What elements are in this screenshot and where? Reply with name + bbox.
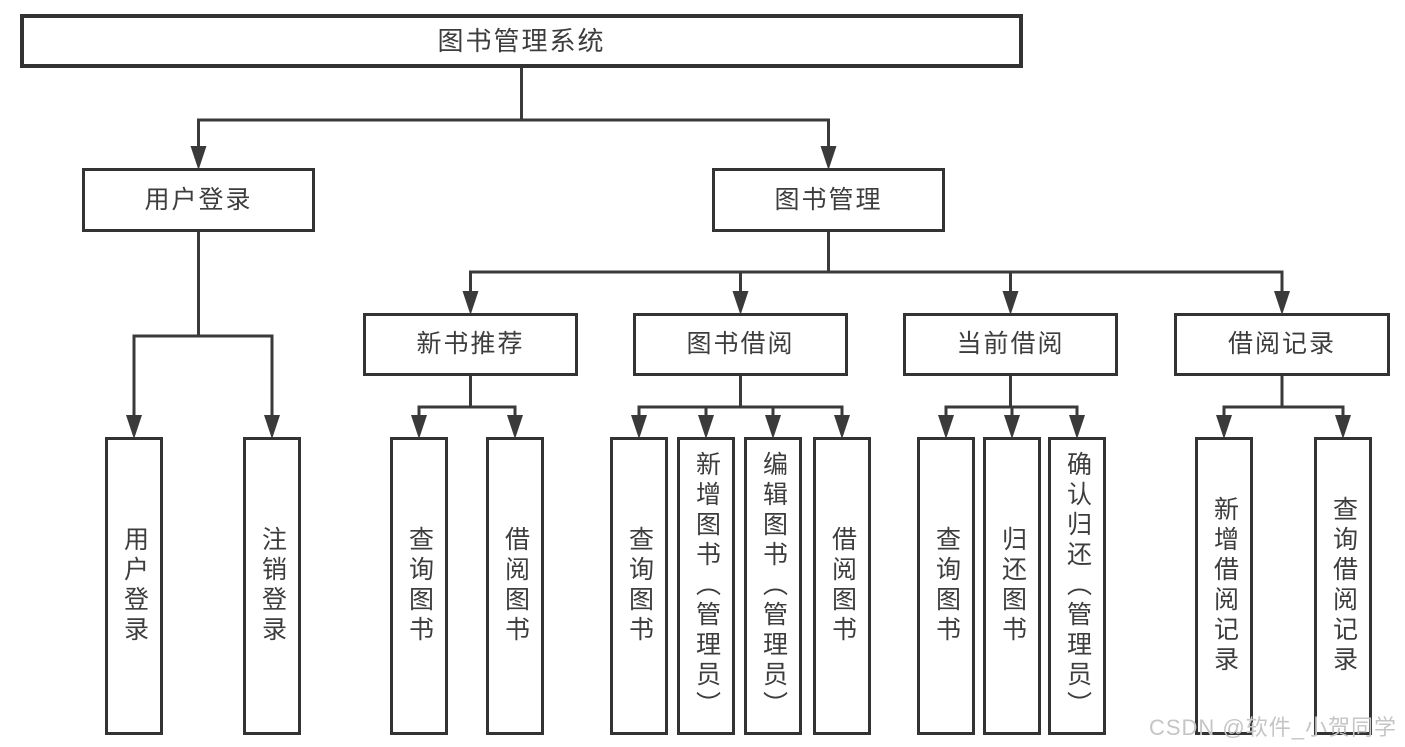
node-bb-query: 查询图书 [610, 437, 668, 735]
node-label: 归还图书 [998, 526, 1027, 646]
watermark: CSDN @软件_小贺同学 [1148, 715, 1397, 740]
node-cb-query: 查询图书 [917, 437, 975, 735]
node-user-login: 用户登录 [82, 168, 315, 232]
node-label: 图书借阅 [686, 330, 795, 358]
node-label: 新增图书（管理员） [692, 451, 721, 721]
node-cb-return: 归还图书 [983, 437, 1041, 735]
node-br-query: 查询借阅记录 [1314, 437, 1372, 735]
node-logout: 注销登录 [243, 437, 301, 735]
node-new-rec: 新书推荐 [363, 313, 578, 376]
node-nb-query: 查询图书 [390, 437, 448, 735]
node-bb-lend: 借阅图书 [813, 437, 871, 735]
node-label: 用户登录 [144, 185, 253, 214]
node-label: 借阅图书 [501, 526, 530, 646]
node-borrow-records: 借阅记录 [1174, 313, 1390, 376]
node-nb-borrow: 借阅图书 [486, 437, 544, 735]
node-label: 查询图书 [932, 526, 961, 646]
node-label: 确认归还（管理员） [1063, 451, 1092, 721]
node-label: 编辑图书（管理员） [759, 451, 788, 721]
node-label: 图书管理 [774, 185, 883, 214]
node-book-mgmt: 图书管理 [712, 168, 945, 232]
node-label: 借阅记录 [1227, 330, 1336, 358]
node-label: 当前借阅 [956, 330, 1065, 358]
node-bb-add: 新增图书（管理员） [677, 437, 735, 735]
node-cb-confirm: 确认归还（管理员） [1048, 437, 1106, 735]
node-root: 图书管理系统 [20, 14, 1023, 68]
node-login: 用户登录 [105, 437, 163, 735]
node-label: 图书管理系统 [437, 26, 606, 56]
node-label: 新增借阅记录 [1210, 496, 1239, 676]
node-label: 用户登录 [120, 526, 149, 646]
node-book-borrow: 图书借阅 [633, 313, 848, 376]
node-current-borrow: 当前借阅 [903, 313, 1118, 376]
node-label: 新书推荐 [416, 330, 525, 358]
node-label: 注销登录 [258, 526, 287, 646]
node-label: 借阅图书 [828, 526, 857, 646]
node-bb-edit: 编辑图书（管理员） [744, 437, 802, 735]
node-label: 查询图书 [405, 526, 434, 646]
node-label: 查询图书 [625, 526, 654, 646]
node-br-add: 新增借阅记录 [1195, 437, 1253, 735]
node-label: 查询借阅记录 [1329, 496, 1358, 676]
